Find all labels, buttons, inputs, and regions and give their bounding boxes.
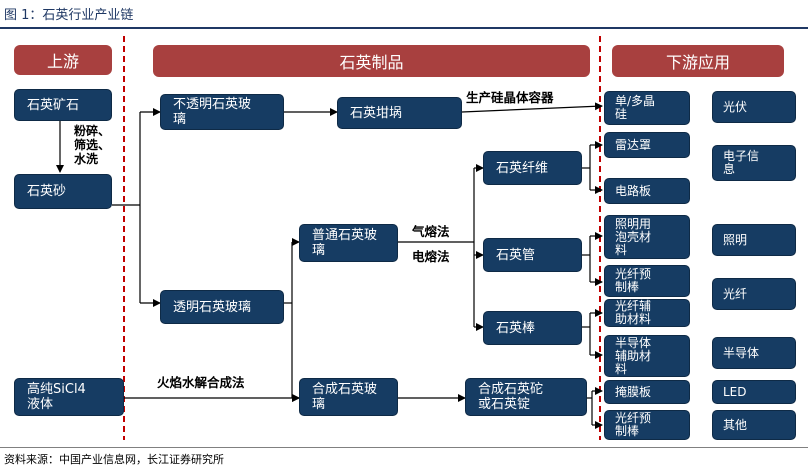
node-ordinary-glass: 普通石英玻 璃 [299,224,398,262]
node-synthetic-tube: 合成石英砣 或石英锭 [465,378,587,416]
downstream-circuit-board: 电路板 [604,178,690,204]
figure-title: 图 1：石英行业产业链 [4,8,134,23]
downstream-fiber-preform-2: 光纤预 制棒 [604,410,690,440]
label-flame-hydrolysis: 火焰水解合成法 [157,375,245,390]
application-semiconductor: 半导体 [712,337,796,369]
application-optical-fiber: 光纤 [712,278,796,310]
application-photovoltaic: 光伏 [712,91,796,123]
node-quartz-ore: 石英矿石 [14,89,112,121]
label-monocrystal-container: 生产硅晶体容器 [466,90,554,105]
header-upstream: 上游 [14,45,112,75]
application-other: 其他 [712,410,796,440]
node-rod: 石英棒 [483,311,582,345]
node-quartz-sand: 石英砂 [14,174,112,209]
node-fiber: 石英纤维 [483,151,582,185]
source-note: 资料来源：中国产业信息网，长江证券研究所 [4,453,224,466]
downstream-fiber-aux: 光纤辅 助材料 [604,299,690,327]
downstream-fiber-preform-1: 光纤预 制棒 [604,265,690,297]
node-tube: 石英管 [483,238,582,272]
label-crush: 粉碎、 筛选、 水洗 [74,124,111,166]
node-transparent-glass: 透明石英玻璃 [160,290,284,324]
downstream-silicon: 单/多晶 硅 [604,91,690,125]
title-rule [0,27,808,29]
application-led: LED [712,380,796,404]
application-electronic-info: 电子信 息 [712,145,796,181]
header-downstream: 下游应用 [612,45,784,77]
arrow-crucible-to-silicon [461,102,603,113]
downstream-radar-dome: 雷达罩 [604,132,690,158]
node-synthetic-glass: 合成石英玻 璃 [299,378,398,416]
application-lighting: 照明 [712,224,796,256]
node-crucible: 石英坩埚 [337,97,462,129]
label-gas-melt: 气熔法 [412,224,450,239]
downstream-mask-plate: 掩膜板 [604,380,690,404]
downstream-semiconductor-aux: 半导体 辅助材 料 [604,335,690,377]
label-electric-melt: 电熔法 [412,249,450,264]
footer-rule [0,447,808,448]
node-opaque-glass: 不透明石英玻 璃 [160,94,284,130]
header-products: 石英制品 [153,45,590,77]
node-sicl4: 高纯SiCl4 液体 [14,378,124,416]
downstream-lighting-material: 照明用 泡壳材 料 [604,215,690,259]
